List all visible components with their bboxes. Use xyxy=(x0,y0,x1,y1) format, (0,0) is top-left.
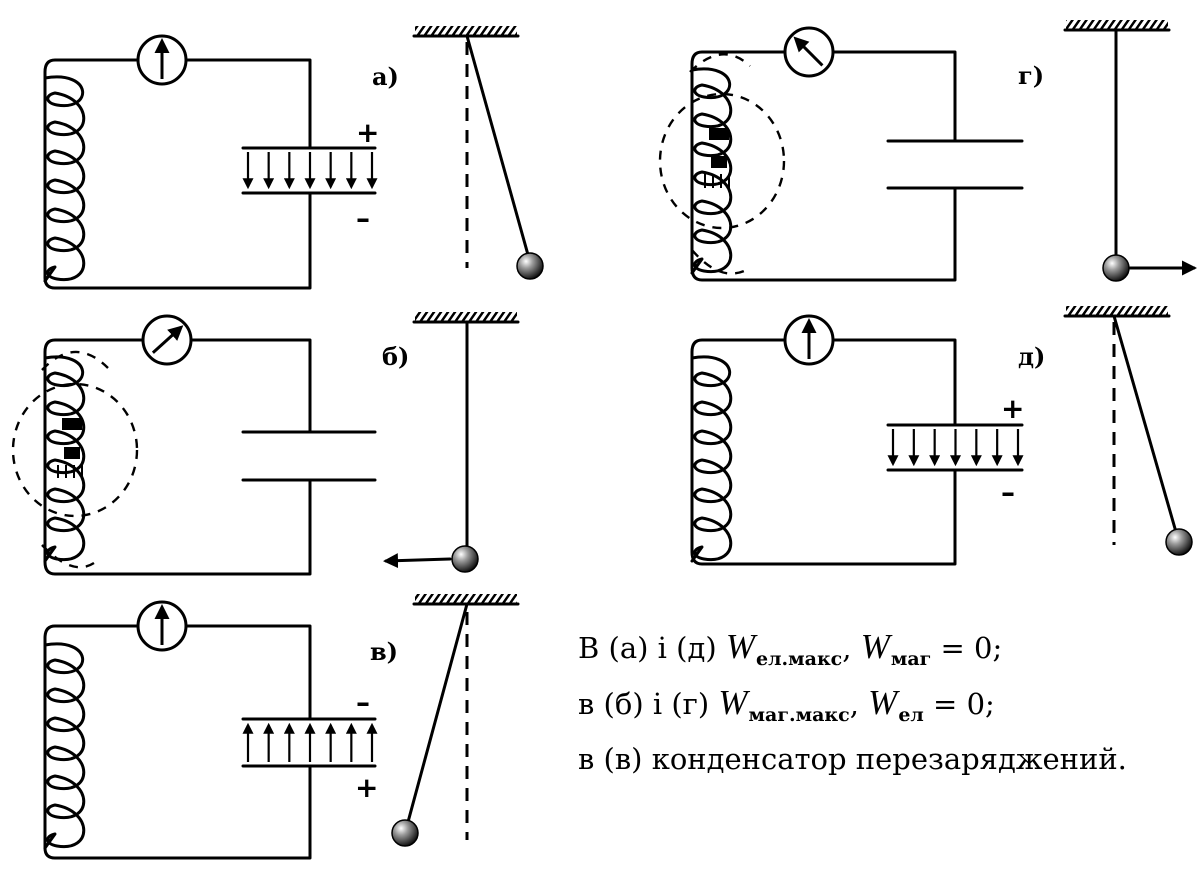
caption-line-2-sub1: маг.макс xyxy=(748,704,850,726)
panel-v-label: в) xyxy=(370,637,398,666)
panel-b-inductor xyxy=(43,355,86,563)
panel-d-field-arrows xyxy=(887,429,1024,467)
panel-a-minus-sign: – xyxy=(356,202,370,235)
energy-caption: В (а) і (д) Wел.макс, Wмаг = 0; в (б) і … xyxy=(578,625,1188,781)
panel-d-inductor xyxy=(690,355,733,563)
panel-d-circuit: + – xyxy=(690,314,1024,566)
pendulum-b xyxy=(383,312,520,573)
caption-line-3: в (в) конденсатор перезаряджений. xyxy=(578,742,1127,776)
caption-line-2-w1: W xyxy=(718,683,748,722)
panel-g-circuit xyxy=(658,26,1024,282)
caption-line-2-sep: , xyxy=(849,687,869,721)
pendulum-d xyxy=(1063,306,1193,556)
panel-g-inductor xyxy=(690,67,733,275)
panel-d-label: д) xyxy=(1018,342,1045,371)
caption-line-1-sub2: маг xyxy=(890,648,932,670)
ammeter-g xyxy=(783,26,835,78)
panel-a-plus-sign: + xyxy=(356,116,379,149)
ammeter-a xyxy=(136,34,188,86)
panel-g-magnetic-field xyxy=(658,53,786,275)
ammeter-d xyxy=(783,314,835,366)
caption-line-1-w1: W xyxy=(725,627,756,666)
caption-line-1-w2: W xyxy=(860,627,890,666)
panel-a-circuit: + – xyxy=(43,34,379,290)
ammeter-v xyxy=(136,600,188,652)
caption-line-1-suffix: = 0; xyxy=(931,631,1003,665)
panel-v-field-arrows xyxy=(242,722,378,762)
panel-d-minus-sign: – xyxy=(1001,476,1015,509)
panel-a-inductor xyxy=(43,75,86,283)
panel-a-field-arrows xyxy=(242,152,378,190)
ammeter-needle xyxy=(793,36,824,67)
panel-d-plus-sign: + xyxy=(1001,392,1024,425)
pendulum-g xyxy=(1063,20,1197,282)
caption-line-1-sep: , xyxy=(842,631,861,665)
ammeter-needle xyxy=(151,325,184,354)
panel-b-magnetic-field xyxy=(11,350,139,569)
panel-v-plus-sign: + xyxy=(355,771,378,804)
pendulum-v xyxy=(391,594,520,847)
caption-line-2-prefix: в (б) і (г) xyxy=(578,687,719,721)
caption-line-1-prefix: В (а) і (д) xyxy=(578,631,726,665)
ammeter-b xyxy=(141,314,193,366)
panel-b-circuit xyxy=(11,314,377,576)
caption-line-2-sub2: ел xyxy=(898,704,924,726)
panel-v-minus-sign: – xyxy=(356,686,370,719)
caption-line-1-sub1: ел.макс xyxy=(756,648,843,670)
panel-b-label: б) xyxy=(382,342,409,371)
panel-g-label: г) xyxy=(1018,61,1044,90)
caption-line-2: в (б) і (г) Wмаг.макс, Wел = 0; xyxy=(578,681,1188,737)
caption-line-1: В (а) і (д) Wел.макс, Wмаг = 0; xyxy=(578,625,1188,681)
pendulum-a xyxy=(412,26,544,280)
panel-a-label: а) xyxy=(372,62,399,91)
caption-line-2-w2: W xyxy=(868,683,898,722)
caption-line-2-suffix: = 0; xyxy=(923,687,995,721)
panel-v-inductor xyxy=(43,642,86,850)
panel-v-circuit: – + xyxy=(43,600,378,860)
